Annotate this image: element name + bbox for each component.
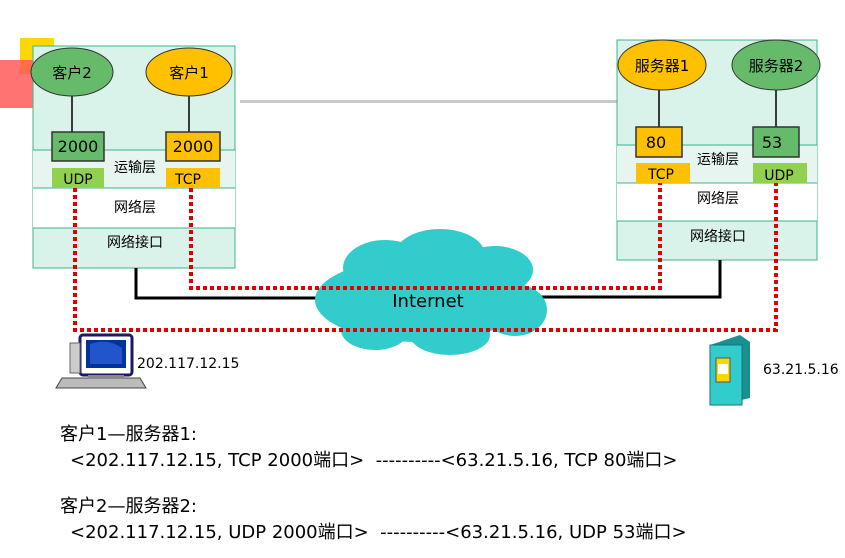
left-process-a	[30, 47, 114, 97]
logical-paths	[73, 183, 778, 332]
caption-pair2-detail: <202.117.12.15, UDP 2000端口> ----------<6…	[70, 522, 687, 543]
slide-divider	[240, 100, 620, 103]
left-proto-b	[166, 168, 220, 188]
left-port-b-label: 2000	[173, 137, 214, 156]
right-process-a	[617, 39, 707, 91]
right-proto-b-label: UDP	[764, 168, 793, 184]
right-process-b-label: 服务器2	[749, 57, 804, 75]
server-icon	[709, 335, 750, 406]
right-network-layer: 网络层	[697, 191, 739, 207]
left-proto-a-label: UDP	[63, 172, 92, 188]
left-port-b	[165, 131, 221, 162]
internet-label: Internet	[392, 291, 463, 312]
internet-cloud: Internet	[315, 229, 547, 355]
right-port-b	[752, 126, 800, 158]
left-process-a-label: 客户2	[52, 64, 92, 82]
left-transport-layer: 运输层	[114, 160, 156, 176]
right-proto-b	[753, 163, 807, 183]
caption-pair2-title: 客户2—服务器2:	[60, 496, 197, 517]
left-proto-a	[52, 168, 104, 188]
udp-path	[73, 183, 778, 332]
left-host: 客户2 客户1 2000 2000 UDP TCP 运输层 网络层 网络接口	[30, 45, 236, 269]
right-proto-a-label: TCP	[647, 167, 674, 183]
left-network-layer: 网络层	[114, 200, 156, 216]
right-proto-a	[636, 163, 690, 183]
right-process-a-label: 服务器1	[635, 57, 690, 75]
right-transport-layer: 运输层	[697, 152, 739, 168]
right-process-b	[731, 39, 821, 91]
right-port-b-label: 53	[762, 133, 782, 152]
left-proto-b-label: TCP	[174, 172, 201, 188]
left-port-a-label: 2000	[58, 137, 99, 156]
caption-pair1-title: 客户1—服务器1:	[60, 424, 197, 445]
left-port-a	[51, 131, 105, 162]
caption-pair1-detail: <202.117.12.15, TCP 2000端口> ----------<6…	[70, 450, 678, 471]
computer-icon	[55, 333, 147, 389]
right-port-a	[635, 126, 683, 158]
right-interface-layer: 网络接口	[690, 228, 746, 245]
right-host: 服务器1 服务器2 80 53 TCP UDP 运输层 网络层 网络接口	[616, 39, 821, 261]
left-physical-link	[134, 268, 335, 300]
right-port-a-label: 80	[646, 133, 666, 152]
left-process-b-label: 客户1	[169, 64, 209, 82]
right-ip-label: 63.21.5.16	[763, 362, 839, 378]
right-physical-link	[535, 260, 722, 299]
left-process-b	[145, 47, 233, 97]
left-ip-label: 202.117.12.15	[137, 356, 239, 372]
left-interface-layer: 网络接口	[107, 234, 163, 251]
tcp-path	[189, 183, 662, 290]
